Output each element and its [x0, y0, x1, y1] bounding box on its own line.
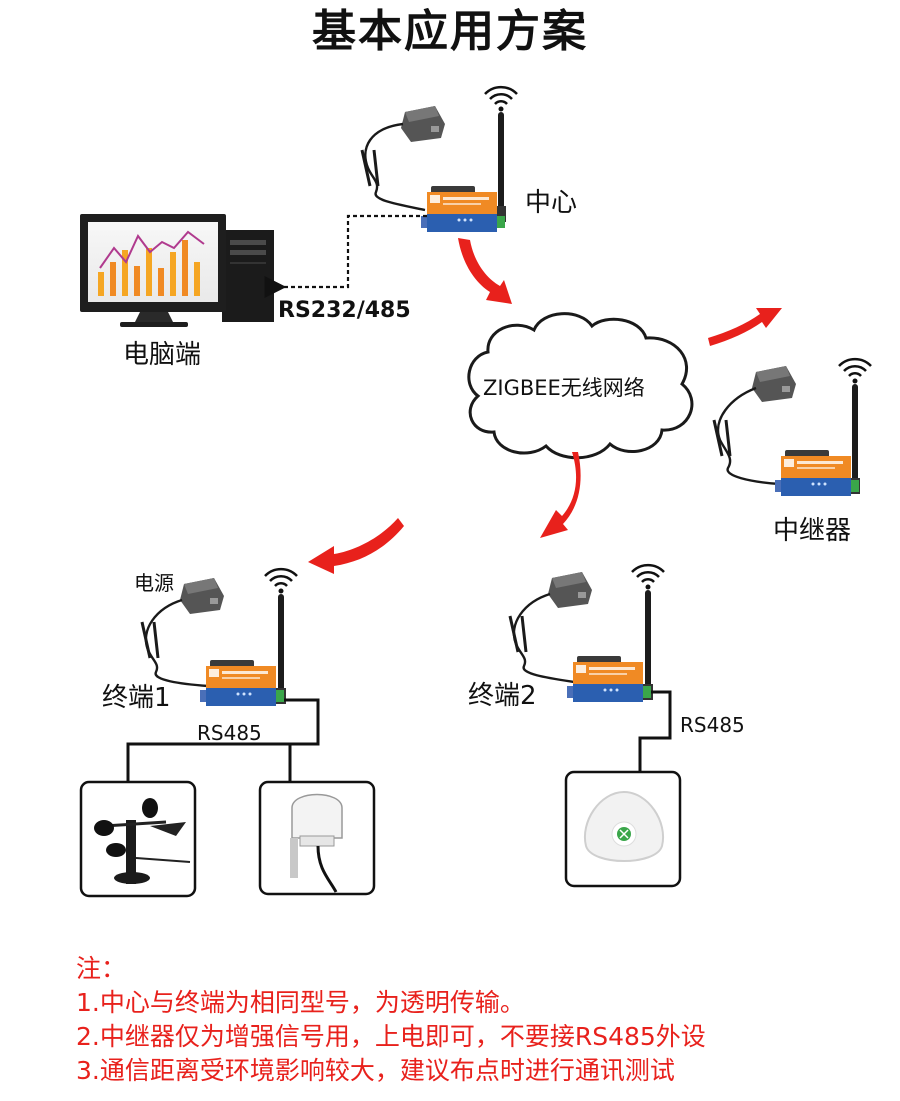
rs232-485-label: RS232/485: [278, 298, 411, 323]
terminal2-rs485-line: [638, 690, 672, 772]
pc-label: 电脑端: [123, 340, 202, 370]
red-arrows: [308, 238, 782, 574]
pc-computer: [80, 214, 274, 327]
terminal1-power-adapter: [180, 578, 224, 614]
wind-speed-sensor-icon: [94, 798, 191, 884]
terminal1-label: 终端1: [102, 683, 171, 713]
zigbee-cloud: [467, 312, 694, 460]
terminal1-device: [140, 567, 299, 706]
rs485-label-terminal2: RS485: [680, 713, 745, 737]
center-power-cable: [364, 122, 426, 212]
terminal2-device: [508, 563, 666, 702]
terminal2-power-adapter: [548, 572, 592, 608]
terminal1-rs485-bus: [126, 698, 320, 782]
notes-heading: 注：: [76, 954, 127, 983]
arrow-center-to-cloud: [458, 238, 512, 304]
center-label: 中心: [525, 188, 578, 218]
repeater-power-adapter: [752, 366, 796, 402]
light-sensor-icon: [290, 793, 343, 893]
repeater-module: [775, 450, 859, 496]
note-item-1: 1.中心与终端为相同型号，为透明传输。: [76, 988, 525, 1017]
center-device: [360, 85, 519, 232]
air-quality-sensor-icon: [583, 790, 665, 862]
cloud-label: ZIGBEE无线网络: [483, 376, 645, 400]
terminal1-module: [200, 660, 284, 706]
repeater-label: 中继器: [773, 516, 852, 546]
power-label: 电源: [134, 571, 174, 595]
repeater-device: [712, 357, 873, 496]
terminal2-label: 终端2: [468, 681, 537, 711]
page-title: 基本应用方案: [312, 6, 588, 57]
rs232-link: [264, 214, 427, 298]
center-power-adapter: [401, 106, 445, 142]
arrow-cloud-to-terminal2: [540, 452, 581, 538]
arrow-to-terminal1: [308, 518, 404, 574]
rs485-label-terminal1: RS485: [197, 721, 262, 745]
note-item-2: 2.中继器仅为增强信号用，上电即可，不要接RS485外设: [76, 1022, 706, 1051]
notes-block: 注： 1.中心与终端为相同型号，为透明传输。 2.中继器仅为增强信号用，上电即可…: [76, 952, 706, 1088]
center-module: [421, 186, 505, 232]
terminal2-module: [567, 656, 651, 702]
note-item-3: 3.通信距离受环境影响较大，建议布点时进行通讯测试: [76, 1056, 675, 1085]
wind-speed-sensor-frame: [79, 780, 197, 898]
arrow-cloud-to-repeater: [708, 308, 782, 346]
